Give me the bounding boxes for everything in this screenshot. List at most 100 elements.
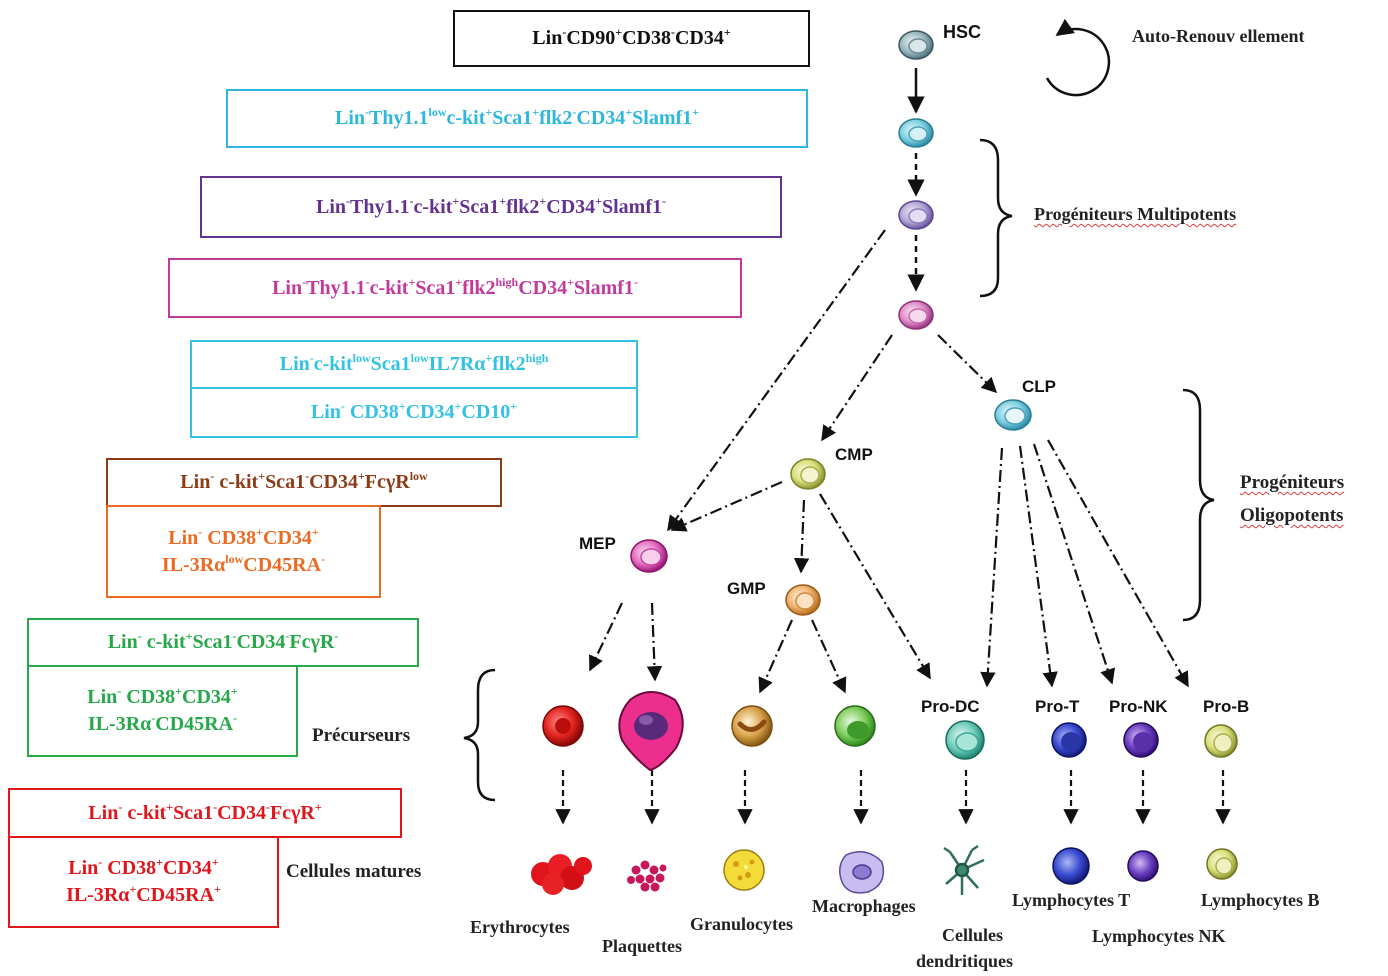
arrow-clp-prot — [1018, 445, 1058, 688]
macrophages-label: Macrophages — [812, 896, 916, 916]
platelets-icon — [627, 860, 667, 892]
marker-line: Lin- CD38+CD34+ — [168, 524, 319, 549]
marker-box-hsc-text: Lin-CD90+CD38-CD34+ — [532, 25, 730, 52]
prodc-cell — [945, 720, 985, 760]
gran-precursor-cell — [731, 705, 773, 747]
brace-precursors — [463, 668, 496, 802]
marker-line: Lin-Thy1.1lowc-kit+Sca1+flk2-CD34+Slamf1… — [335, 105, 699, 129]
gmp-cell — [785, 584, 821, 616]
marker-box-mep-human: Lin- CD38+CD34+ IL-3Rα-CD45RA- — [27, 665, 298, 757]
arrow-cmp-prodc — [819, 493, 931, 680]
arrow-lmpp-cmp — [821, 334, 893, 442]
arrow-gmp-gran — [758, 619, 794, 694]
marker-box-lmpp: Lin-Thy1.1-c-kit+Sca1+flk2highCD34+Slamf… — [168, 258, 742, 318]
marker-line: Lin- CD38+CD34+CD10+ — [310, 399, 518, 423]
marker-box-gmp-human: Lin- CD38+CD34+ IL-3Rα+CD45RA+ — [8, 836, 279, 928]
oligopotent-label-line2: Oligopotents — [1240, 505, 1344, 526]
prot-cell — [1051, 722, 1087, 758]
marker-line: Lin-Thy1.1-c-kit+Sca1+flk2highCD34+Slamf… — [272, 274, 638, 299]
cmp-cell — [790, 458, 826, 490]
lymphocytes-b-label: Lymphocytes B — [1201, 890, 1320, 910]
erythrocytes-icon — [531, 854, 592, 895]
arrow-mep-ery — [589, 602, 623, 672]
marker-line: Lin- CD38+CD34+ — [68, 855, 219, 879]
lymphocytes-b-icon — [1206, 848, 1238, 880]
pro-b-label: Pro-B — [1203, 697, 1250, 716]
marker-box-mep-human-text: Lin- CD38+CD34+ IL-3Rα-CD45RA- — [87, 684, 238, 738]
marker-line: Lin-Thy1.1-c-kit+Sca1+flk2+CD34+Slamf1- — [316, 193, 666, 218]
hsc-cell — [898, 30, 934, 60]
brace-oligopotent — [1182, 388, 1215, 622]
marker-line: Lin- c-kit+Sca1-CD34-FcγR+ — [88, 799, 322, 824]
dendritic-cells-label-line1: Cellules — [942, 925, 1003, 945]
dendritic-cells-icon — [943, 844, 985, 895]
arrow-cmp-mep — [670, 480, 783, 532]
clp-cell — [994, 399, 1032, 431]
arrow-clp-pronk — [1032, 443, 1116, 685]
ery-precursor-cell — [542, 705, 584, 747]
lmpp-cell — [898, 300, 934, 330]
marker-line: IL-3Rα+CD45RA+ — [66, 882, 221, 906]
marker-line: Lin- c-kit+Sca1-CD34-FcγR- — [107, 629, 339, 653]
prob-cell — [1204, 724, 1238, 758]
mpp-cell — [898, 200, 934, 230]
marker-line: IL-3Rα-CD45RA- — [87, 711, 238, 735]
plt-precursor-cell — [618, 691, 684, 772]
arrow-gmp-mac — [811, 619, 847, 694]
mep-cell — [630, 539, 668, 573]
granulocytes-icon — [723, 849, 765, 891]
lt-hsc-cell — [898, 118, 934, 148]
marker-box-clp-human-text: Lin- CD38+CD34+CD10+ — [311, 399, 517, 426]
lymphocytes-nk-label: Lymphocytes NK — [1092, 926, 1226, 946]
lymphocytes-t-label: Lymphocytes T — [1012, 890, 1131, 910]
gmp-label: GMP — [727, 579, 766, 598]
mature-cells-label: Cellules matures — [286, 861, 422, 882]
hsc-label: HSC — [943, 22, 982, 42]
erythrocytes-label: Erythrocytes — [470, 917, 570, 937]
marker-box-gmp-human-text: Lin- CD38+CD34+ IL-3Rα+CD45RA+ — [66, 855, 221, 909]
marker-line: Lin- c-kit+Sca1-CD34+FcγRlow — [180, 469, 428, 493]
marker-line: Lin-c-kitlowSca1lowIL7Rα+flk2high — [279, 351, 549, 375]
marker-line: Lin-CD90+CD38-CD34+ — [532, 25, 731, 49]
platelets-label: Plaquettes — [602, 936, 682, 956]
mac-precursor-cell — [834, 705, 876, 747]
marker-line: Lin- CD38+CD34+ — [87, 684, 238, 708]
pro-dc-label: Pro-DC — [921, 697, 980, 716]
oligopotent-label-line1: Progéniteurs — [1240, 472, 1345, 493]
arrow-lmpp-clp — [937, 334, 998, 394]
self-renewal-arrow — [1045, 18, 1111, 97]
arrow-clp-prob — [1047, 439, 1189, 688]
brace-multipotent — [979, 138, 1013, 298]
marker-box-clp-human: Lin- CD38+CD34+CD10+ — [190, 387, 638, 438]
lymphocytes-nk-icon — [1127, 850, 1159, 882]
marker-box-mep-mouse-text: Lin- c-kit+Sca1-CD34-FcγR- — [108, 629, 339, 656]
dendritic-cells-label-line2: dendritiques — [916, 951, 1014, 971]
marker-box-cmp-mouse-text: Lin- c-kit+Sca1-CD34+FcγRlow — [180, 469, 427, 496]
marker-box-mep-mouse: Lin- c-kit+Sca1-CD34-FcγR- — [27, 618, 419, 667]
marker-line: IL-3RαlowCD45RA- — [161, 551, 326, 576]
arrow-mep-plt — [646, 602, 663, 682]
marker-box-lt-hsc-text: Lin-Thy1.1lowc-kit+Sca1+flk2-CD34+Slamf1… — [335, 105, 699, 132]
clp-label: CLP — [1022, 377, 1056, 396]
mep-label: MEP — [579, 534, 616, 553]
arrow-cmp-gmp — [793, 499, 810, 574]
marker-box-cmp-human: Lin- CD38+CD34+IL-3RαlowCD45RA- — [106, 505, 381, 598]
macrophages-icon — [839, 851, 885, 894]
marker-box-mpp-text: Lin-Thy1.1-c-kit+Sca1+flk2+CD34+Slamf1- — [316, 194, 666, 221]
marker-box-lt-hsc: Lin-Thy1.1lowc-kit+Sca1+flk2-CD34+Slamf1… — [226, 89, 808, 148]
lymphocytes-t-icon — [1052, 847, 1090, 885]
multipotent-progenitors-label: Progéniteurs Multipotents — [1034, 204, 1237, 224]
arrow-clp-prodc — [980, 447, 1004, 688]
pro-nk-label: Pro-NK — [1109, 697, 1168, 716]
arrow-mpp-mep — [667, 229, 886, 532]
cmp-label: CMP — [835, 445, 873, 464]
marker-box-hsc: Lin-CD90+CD38-CD34+ — [453, 10, 810, 67]
pro-t-label: Pro-T — [1035, 697, 1080, 716]
self-renewal-label: Auto-Renouv ellement — [1132, 26, 1305, 46]
granulocytes-label: Granulocytes — [690, 914, 793, 934]
marker-box-mpp: Lin-Thy1.1-c-kit+Sca1+flk2+CD34+Slamf1- — [200, 176, 782, 238]
marker-box-clp-mouse: Lin-c-kitlowSca1lowIL7Rα+flk2high — [190, 340, 638, 389]
marker-box-clp-mouse-text: Lin-c-kitlowSca1lowIL7Rα+flk2high — [280, 351, 549, 378]
